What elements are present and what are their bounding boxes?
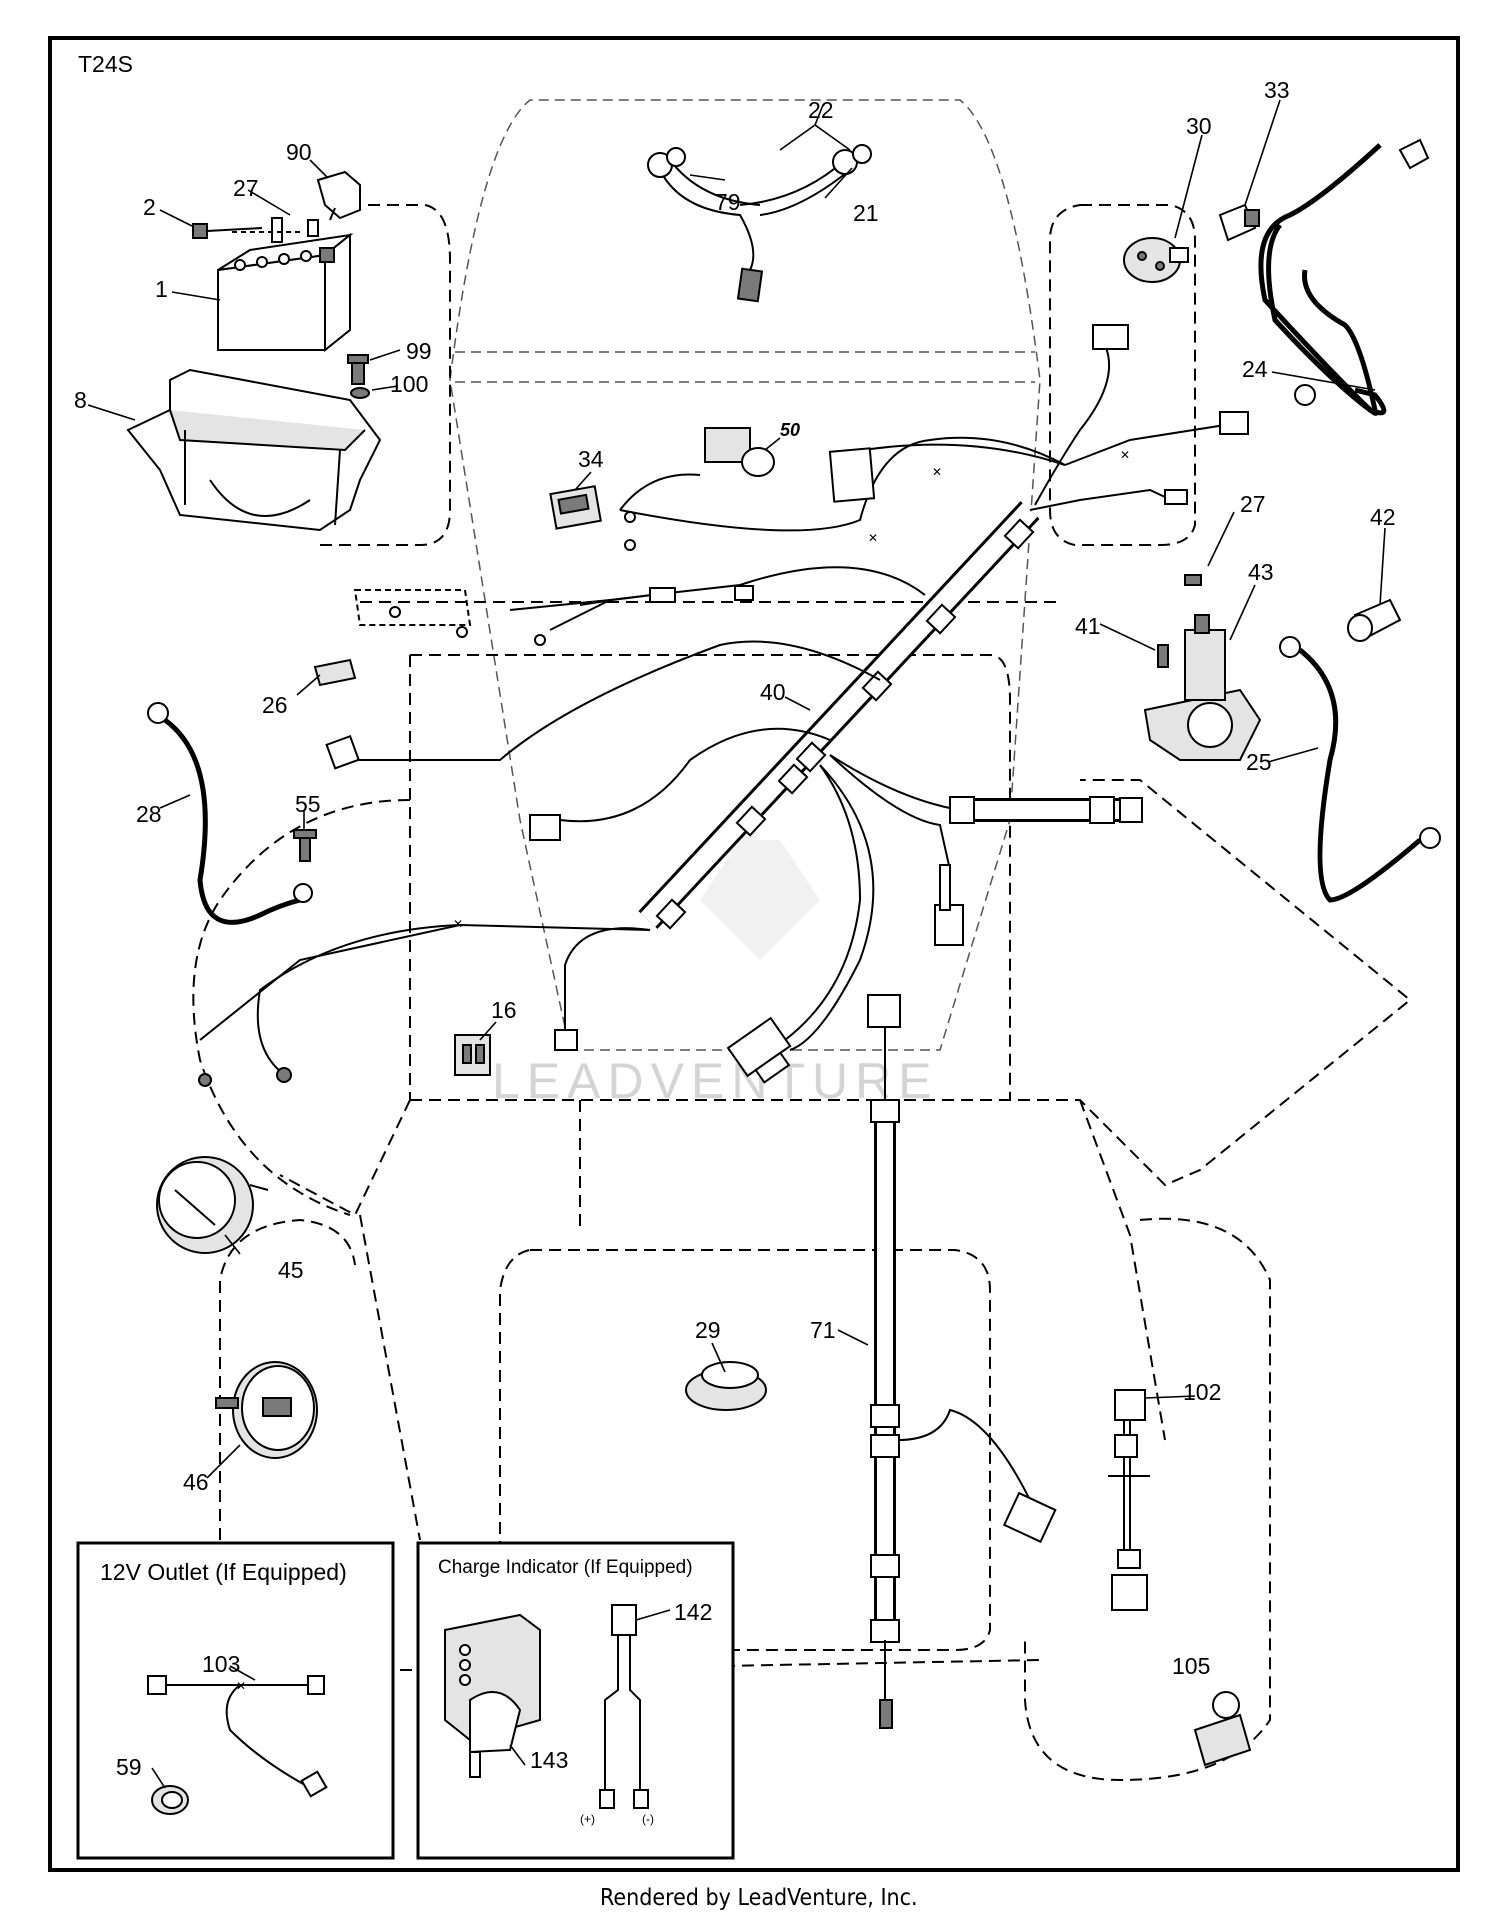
battery-cable-25: [1279, 636, 1441, 903]
callout-30: 30: [1186, 113, 1212, 139]
battery-cable-24: [1258, 138, 1430, 416]
fuel-solenoid: [1193, 1691, 1252, 1767]
callout-59: 59: [116, 1754, 142, 1780]
ignition-switch: [1123, 237, 1189, 283]
svg-text:✕: ✕: [453, 917, 463, 931]
callout-40: 40: [760, 679, 786, 705]
hour-meter-gauge: [156, 1156, 269, 1254]
hour-meter: [215, 1361, 318, 1459]
callout-27-right: 27: [1240, 491, 1266, 517]
headlight-harness: [647, 144, 872, 303]
rear-harness-71: [867, 994, 1057, 1729]
harness-connectors: ✕ ✕ ✕ ✕: [325, 324, 1249, 1084]
callout-142: 142: [674, 1599, 712, 1625]
callout-41: 41: [1075, 613, 1101, 639]
callout-42: 42: [1370, 504, 1396, 530]
starter-solenoid: [1143, 574, 1262, 761]
callout-labels: 1 2 8 16 21 22 24 25 26 27 27 28 29 30 3…: [74, 77, 1396, 1780]
leader-lines: [87, 99, 1386, 1789]
lower-left-zone: [219, 1218, 356, 1540]
battery-hold-down-bolt: [192, 217, 319, 243]
callout-34: 34: [578, 446, 604, 472]
callout-29: 29: [695, 1317, 721, 1343]
terminal-cover: [316, 170, 361, 221]
callout-90: 90: [286, 139, 312, 165]
callout-27-top: 27: [233, 175, 259, 201]
svg-text:✕: ✕: [1120, 448, 1130, 462]
callout-71: 71: [810, 1317, 836, 1343]
main-wire-harness: [199, 344, 1226, 1076]
pto-switch: [549, 485, 602, 530]
callout-50: 50: [780, 420, 800, 440]
battery-tray: [126, 368, 382, 532]
callout-46: 46: [183, 1469, 209, 1495]
battery: [217, 232, 354, 353]
grommet: [685, 1361, 767, 1411]
callout-143: 143: [530, 1747, 568, 1773]
lower-zone: [499, 1249, 991, 1651]
inset-12v-outlet: 12V Outlet (If Equipped) ✕: [76, 1541, 395, 1860]
solenoid-cover: [1347, 598, 1402, 642]
diode-harness: [1108, 1389, 1150, 1611]
callout-25: 25: [1246, 749, 1272, 775]
callout-100: 100: [390, 371, 428, 397]
callout-24: 24: [1242, 356, 1268, 382]
callout-2: 2: [143, 194, 156, 220]
callout-102: 102: [1183, 1379, 1221, 1405]
switch-zone: [1049, 204, 1196, 546]
callout-45: 45: [278, 1257, 304, 1283]
battery-zone: [320, 204, 451, 546]
light-switch-50: [704, 427, 876, 503]
callout-8: 8: [74, 387, 87, 413]
callout-22: 22: [808, 97, 834, 123]
ground-cable-28: [147, 702, 313, 925]
callout-28: 28: [136, 801, 162, 827]
callout-26: 26: [262, 692, 288, 718]
inset-charge-indicator-title: Charge Indicator (If Equipped): [438, 1557, 693, 1578]
ground-screw: [293, 829, 317, 862]
callout-43: 43: [1248, 559, 1274, 585]
callout-16: 16: [491, 997, 517, 1023]
ground-bolt: [347, 354, 370, 399]
inset-charge-indicator: Charge Indicator (If Equipped) (+) (-): [416, 1541, 735, 1860]
svg-text:✕: ✕: [236, 1679, 246, 1693]
gauge-zone: [192, 799, 411, 1216]
callout-21: 21: [853, 200, 879, 226]
positive-terminal-label: (+): [580, 1812, 595, 1826]
relay: [454, 1034, 491, 1076]
diagram-frame: [48, 36, 1460, 1872]
svg-text:✕: ✕: [932, 465, 942, 479]
callout-79: 79: [715, 189, 741, 215]
footer-credit: Rendered by LeadVenture, Inc.: [600, 1885, 918, 1911]
callout-33: 33: [1264, 77, 1290, 103]
fuse: [313, 658, 357, 687]
negative-terminal-label: (-): [642, 1812, 654, 1826]
diagram-code: T24S: [78, 51, 133, 77]
callout-99: 99: [406, 338, 432, 364]
inset-link-line: [400, 1659, 1041, 1671]
callout-103: 103: [202, 1651, 240, 1677]
ignition-key: [1218, 203, 1260, 242]
svg-text:✕: ✕: [868, 531, 878, 545]
callout-105: 105: [1172, 1653, 1210, 1679]
chassis-outline: [279, 99, 1412, 1541]
ring-terminals: [198, 1067, 292, 1087]
lower-right-zone: [1024, 1217, 1271, 1782]
callout-55: 55: [295, 791, 321, 817]
inset-12v-outlet-title: 12V Outlet (If Equipped): [100, 1559, 347, 1585]
callout-1: 1: [155, 276, 168, 302]
